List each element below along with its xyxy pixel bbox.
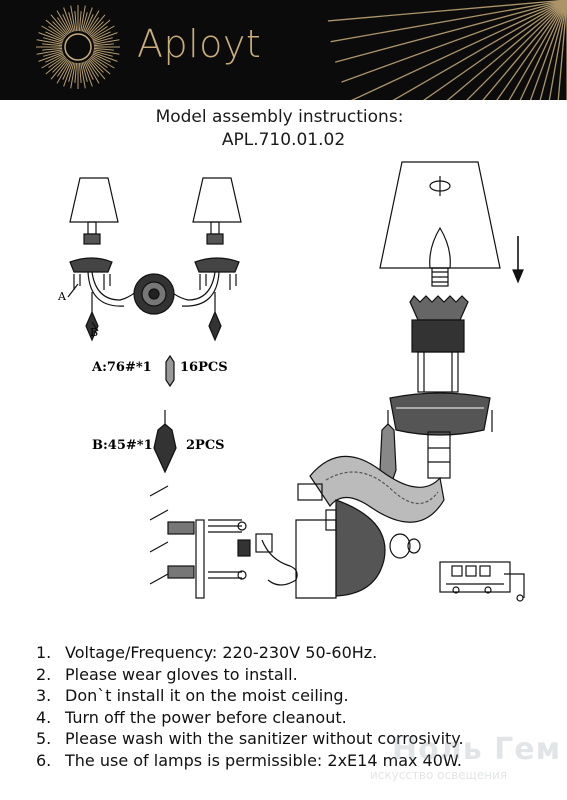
part-a-qty: 16PCS	[180, 360, 228, 375]
watermark: Ноль Гем искусство освещения	[370, 732, 567, 800]
list-item: 1.Voltage/Frequency: 220-230V 50-60Hz.	[36, 643, 378, 662]
watermark-subtitle: искусство освещения	[370, 768, 508, 782]
part-b-label: B:45#*1	[92, 438, 153, 453]
list-item: 3.Don`t install it on the moist ceiling.	[36, 686, 349, 706]
label-a: A	[57, 290, 67, 303]
list-item: 4.Turn off the power before cleanout.	[36, 707, 347, 727]
front-view-drawing	[67, 177, 242, 342]
watermark-title: Ноль Гем	[392, 732, 562, 767]
sunburst-icon	[36, 0, 567, 100]
list-item: 2.Please wear gloves to install.	[36, 664, 298, 684]
part-b-qty: 2PCS	[186, 438, 225, 453]
part-b-crystal-icon	[153, 410, 177, 474]
list-item: 6.The use of lamps is permissible: 2xE14…	[36, 750, 462, 770]
model-number: APL.710.01.02	[221, 130, 346, 150]
side-view-drawing	[149, 161, 525, 602]
brand-logo-text: Aployt	[137, 22, 262, 66]
brand-header: Aployt	[0, 0, 567, 100]
label-b: B	[90, 326, 98, 339]
list-item: 5.Please wash with the sanitizer without…	[36, 729, 464, 749]
assembly-diagram: A B	[57, 161, 525, 602]
part-a-label: A:76#*1	[92, 360, 152, 375]
part-a-crystal-icon	[165, 354, 175, 388]
instructions-list: 1.Voltage/Frequency: 220-230V 50-60Hz. 2…	[36, 642, 464, 772]
page-title: Model assembly instructions:	[155, 107, 404, 127]
